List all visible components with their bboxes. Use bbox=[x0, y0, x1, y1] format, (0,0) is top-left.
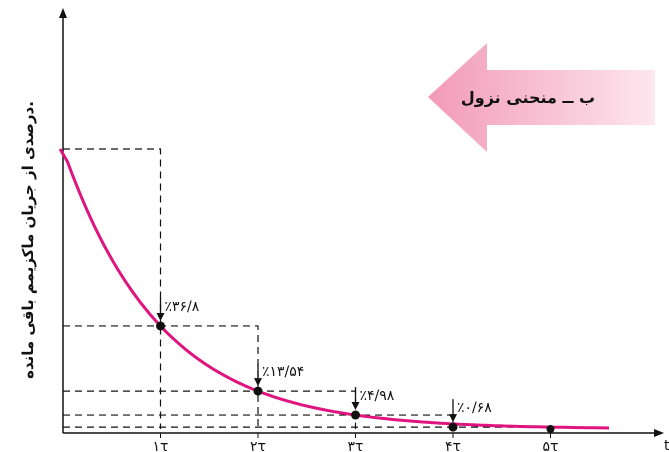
point-label-1: ٪۳۶/۸ bbox=[165, 299, 200, 315]
point-arrowhead-2 bbox=[254, 378, 262, 387]
data-point-3 bbox=[351, 410, 360, 420]
point-arrowhead-1 bbox=[156, 312, 165, 321]
chart-title: ب ــ منحنی نزول bbox=[461, 88, 595, 107]
guide-lines bbox=[63, 148, 552, 429]
guide-point-1 bbox=[63, 325, 259, 429]
decay-curve bbox=[58, 148, 610, 430]
x-tick-label-1: ۱τ bbox=[153, 439, 169, 452]
data-point-end bbox=[546, 425, 555, 433]
guide-top bbox=[63, 148, 162, 429]
guide-point-4 bbox=[63, 426, 552, 429]
point-label-3: ٪۴/۹۸ bbox=[360, 388, 395, 404]
banner-arrow-shape bbox=[428, 43, 655, 152]
title-banner: ب ــ منحنی نزول bbox=[428, 43, 655, 152]
y-axis-label: درصدی از جریان ماکزیمم باقی مانده. bbox=[19, 101, 37, 379]
point-arrowhead-3 bbox=[351, 402, 360, 411]
x-axis-arrowhead bbox=[654, 429, 664, 437]
x-axis-label: t bbox=[664, 438, 669, 452]
point-label-2: ٪۱۳/۵۴ bbox=[262, 364, 304, 380]
point-arrowhead-4 bbox=[449, 414, 457, 423]
x-tick-label-2: ۲τ bbox=[250, 439, 266, 452]
data-point-4 bbox=[448, 422, 458, 432]
x-ticks: ۱τ ۲τ ۳τ ۴τ ۵τ bbox=[153, 433, 559, 452]
x-tick-label-4: ۴τ bbox=[445, 439, 461, 452]
guide-point-2 bbox=[63, 390, 357, 429]
point-label-4: ٪۰/۶۸ bbox=[457, 400, 492, 416]
data-points: ٪۳۶/۸ ٪۱۳/۵۴ ٪۴/۹۸ ٪۰/۶۸ bbox=[156, 297, 555, 433]
x-tick-label-5: ۵τ bbox=[543, 439, 559, 452]
data-point-2 bbox=[253, 386, 263, 396]
y-axis-arrowhead bbox=[59, 8, 67, 18]
data-point-1 bbox=[156, 321, 165, 331]
x-tick-label-3: ۳τ bbox=[348, 439, 364, 452]
axes: t bbox=[59, 8, 669, 452]
